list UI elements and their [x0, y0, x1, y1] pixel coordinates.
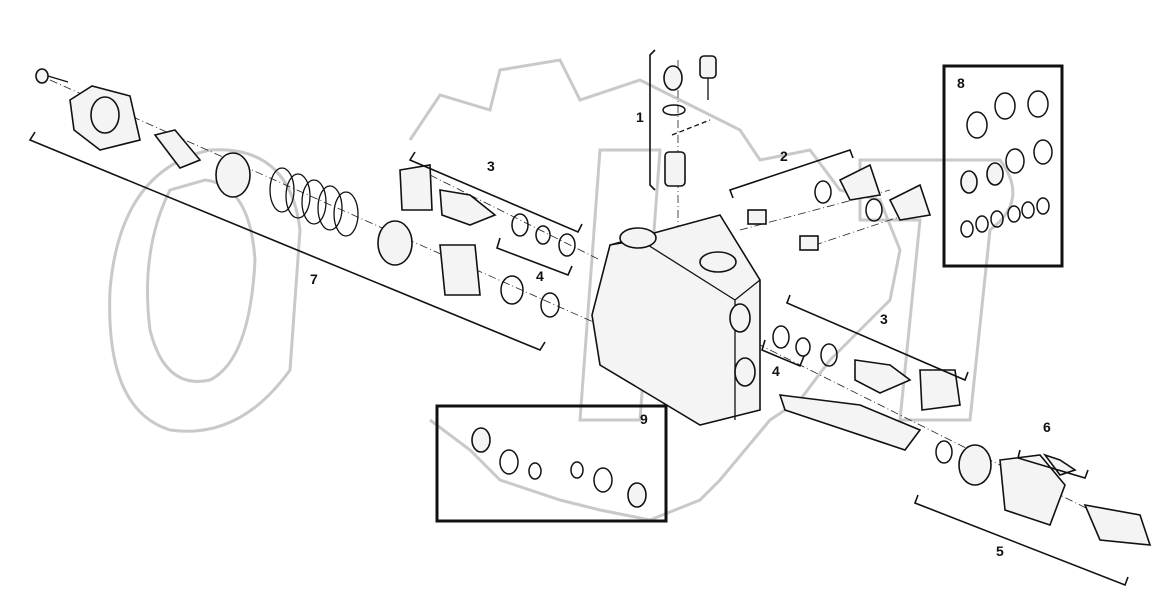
poppet-a	[747, 209, 767, 225]
callout-5: 5	[996, 543, 1004, 559]
plug-right-lower	[888, 183, 932, 221]
spool-end	[153, 129, 202, 169]
plug-top	[663, 65, 683, 91]
callout-3-left: 3	[487, 158, 495, 174]
end-cap-right	[999, 454, 1066, 527]
screw-top	[699, 55, 717, 79]
seal-ring-left	[500, 275, 524, 305]
left-spool-assembly	[35, 68, 560, 318]
plug-left	[399, 164, 433, 211]
clevis	[1083, 503, 1152, 546]
kit-box-9	[435, 404, 668, 523]
seal-right	[958, 444, 992, 486]
check-poppet	[664, 151, 686, 187]
watermark-logo	[108, 58, 1015, 522]
callout-2: 2	[780, 148, 788, 164]
spring-seat-left	[215, 152, 251, 198]
callout-8: 8	[957, 75, 965, 91]
callout-9: 9	[640, 411, 648, 427]
port-top-left	[619, 227, 657, 249]
port-side-lower	[734, 357, 756, 387]
relief-cartridge-left	[439, 189, 497, 226]
right-spool-assembly	[772, 325, 1152, 546]
o-ring-left	[540, 292, 560, 318]
spring-seat-right	[377, 220, 413, 266]
callout-4-right: 4	[772, 363, 780, 379]
callout-labels: 1 2 3 4 3 4 5 6 7 8 9	[310, 75, 1051, 559]
cap-screw-left	[35, 68, 49, 84]
group-brackets	[28, 49, 1129, 587]
port-side-upper	[729, 303, 751, 333]
callout-4-left: 4	[536, 268, 544, 284]
gasket-plate	[439, 244, 481, 296]
spring	[269, 167, 359, 237]
callout-1: 1	[636, 109, 644, 125]
relief-cartridge-right	[854, 359, 912, 394]
port-top-right	[699, 251, 737, 273]
check-valve-assembly	[662, 55, 717, 187]
poppet-b	[799, 235, 819, 251]
left-relief-valve-assembly	[399, 164, 576, 257]
plug-right-upper	[838, 163, 882, 201]
callout-7: 7	[310, 271, 318, 287]
valve-body	[591, 214, 761, 426]
spool-rod	[778, 394, 922, 451]
load-check-assembly	[747, 163, 932, 251]
callout-3-right: 3	[880, 311, 888, 327]
kit-box-8	[942, 64, 1064, 268]
callout-6: 6	[1043, 419, 1051, 435]
